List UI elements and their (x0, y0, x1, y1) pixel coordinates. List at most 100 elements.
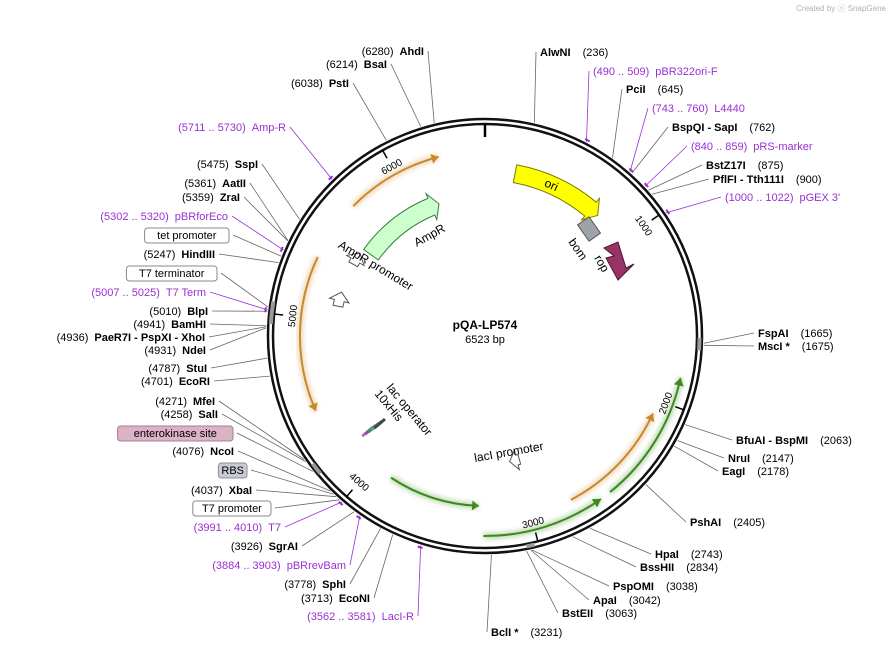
enzyme-name: ApaI (593, 595, 617, 607)
enzyme-position: (3778) (284, 579, 316, 591)
site-label-msci-[interactable]: MscI *(1675) (758, 341, 834, 353)
plasmid-name: pQA-LP574 (453, 318, 518, 332)
enzyme-label: (5359)ZraI (182, 192, 240, 204)
site-label-apai[interactable]: ApaI (3042) (593, 595, 661, 607)
backbone-feature-band (525, 542, 535, 549)
primer-name: Amp-R (252, 122, 286, 134)
site-label-ahdi[interactable]: (6280)AhdI (362, 46, 424, 58)
primer-mark (628, 167, 634, 173)
site-label-bamhi[interactable]: (4941)BamHI (133, 319, 206, 331)
enzyme-name: PstI (329, 78, 349, 90)
site-label-aatii[interactable]: (5361)AatII (184, 178, 246, 190)
site-label-zrai[interactable]: (5359)ZraI (182, 192, 240, 204)
enzyme-position: (4076) (172, 446, 204, 458)
green-arrow-bottom-right-head (591, 499, 601, 508)
site-label-bsshii[interactable]: BssHII(2834) (640, 562, 718, 574)
site-label-pbrforeco[interactable]: (5302 .. 5320)pBRforEco (100, 211, 228, 223)
enzyme-position: (2063) (820, 435, 852, 447)
site-label-l4440[interactable]: (743 .. 760)L4440 (652, 103, 745, 115)
site-label-bsai[interactable]: (6214)BsaI (326, 59, 387, 71)
site-label-pcii[interactable]: PciI(645) (626, 84, 683, 96)
leader-line (249, 182, 289, 241)
primer-name: pBR322ori-F (655, 66, 718, 78)
enzyme-position: (645) (658, 84, 684, 96)
site-label-rbs[interactable]: RBS (217, 462, 248, 479)
site-label-pbr322ori-f[interactable]: (490 .. 509)pBR322ori-F (593, 66, 718, 78)
site-label-psti[interactable]: (6038)PstI (291, 78, 349, 90)
site-label-mfei[interactable]: (4271)MfeI (155, 396, 215, 408)
leader-line (648, 164, 703, 191)
primer-position: (3884 .. 3903) (212, 560, 281, 572)
leader-line (243, 196, 289, 242)
enzyme-name: AlwNI (540, 47, 571, 59)
site-label-tet-promoter[interactable]: tet promoter (144, 227, 230, 244)
site-label-sspi[interactable]: (5475)SspI (197, 159, 258, 171)
enzyme-name: EcoNI (339, 593, 370, 605)
laci-promoter-arrow (509, 448, 522, 472)
site-label-amp-r[interactable]: (5711 .. 5730)Amp-R (178, 122, 286, 134)
enzyme-name: NdeI (182, 345, 206, 357)
leader-line (218, 253, 279, 264)
enzyme-position: (6214) (326, 59, 358, 71)
green-arrow-bottom-right (483, 498, 602, 537)
enzyme-name: SgrAI (269, 541, 298, 553)
site-label-xbai[interactable]: (4037) XbaI (191, 485, 252, 497)
site-label-bfuai-bspmi[interactable]: BfuAI - BspMI(2063) (736, 435, 852, 447)
enzyme-position: (1665) (801, 328, 833, 340)
enzyme-label: (4271)MfeI (155, 396, 215, 408)
site-label-alwni[interactable]: AlwNI(236) (540, 47, 608, 59)
primer-label: (1000 .. 1022)pGEX 3' (725, 192, 840, 204)
site-label-sali[interactable]: (4258)SalI (161, 409, 218, 421)
site-label-t7-promoter[interactable]: T7 promoter (192, 500, 272, 517)
site-label-hindiii[interactable]: (5247)HindIII (144, 249, 215, 261)
label-text: tet promoter (157, 230, 217, 242)
enzyme-label: HpaI(2743) (655, 549, 723, 561)
enzyme-label: (4941)BamHI (133, 319, 206, 331)
enzyme-name: XbaI (229, 485, 252, 497)
enzyme-label: (4701)EcoRI (141, 376, 210, 388)
site-label-eagi[interactable]: EagI(2178) (722, 466, 789, 478)
site-label-ecori[interactable]: (4701)EcoRI (141, 376, 210, 388)
site-label-sphi[interactable]: (3778)SphI (284, 579, 346, 591)
site-label-bcli-[interactable]: BclI *(3231) (491, 627, 562, 639)
site-label-enterokinase-site[interactable]: enterokinase site (117, 425, 234, 442)
enzyme-position: (4037) (191, 485, 223, 497)
site-label-pgex-3-[interactable]: (1000 .. 1022)pGEX 3' (725, 192, 840, 204)
site-label-pflfi-tth111i[interactable]: PflFI - Tth111I(900) (713, 174, 822, 186)
site-label-pbrrevbam[interactable]: (3884 .. 3903)pBRrevBam (212, 560, 346, 572)
site-label-t7-terminator[interactable]: T7 terminator (125, 265, 218, 282)
site-label-pshai[interactable]: PshAI(2405) (690, 517, 765, 529)
site-label-hpai[interactable]: HpaI(2743) (655, 549, 723, 561)
site-label-bsteii[interactable]: BstEII(3063) (562, 608, 637, 620)
site-label-bspqi-sapi[interactable]: BspQI - SapI(762) (672, 122, 775, 134)
site-label-ncoi[interactable]: (4076)NcoI (172, 446, 234, 458)
site-label-bstz17i[interactable]: BstZ17I(875) (706, 160, 783, 172)
primer-position: (1000 .. 1022) (725, 192, 794, 204)
site-label-stui[interactable]: (4787)StuI (148, 363, 207, 375)
enzyme-position: (3231) (531, 627, 563, 639)
enzyme-label: EagI(2178) (722, 466, 789, 478)
primer-name: pBRforEco (175, 211, 228, 223)
enzyme-label: FspAI(1665) (758, 328, 832, 340)
enzyme-position: (3042) (629, 595, 661, 607)
enzyme-name: ZraI (220, 192, 240, 204)
site-label-t7[interactable]: (3991 .. 4010)T7 (194, 522, 281, 534)
site-label-sgrai[interactable]: (3926)SgrAI (231, 541, 298, 553)
site-label-blpi[interactable]: (5010)BlpI (149, 306, 208, 318)
enzyme-label: BstZ17I(875) (706, 160, 783, 172)
site-label-nrui[interactable]: NruI(2147) (728, 453, 794, 465)
site-label-t7-term[interactable]: (5007 .. 5025)T7 Term (91, 287, 206, 299)
enzyme-label: BstEII(3063) (562, 608, 637, 620)
site-label-econi[interactable]: (3713)EcoNI (301, 593, 370, 605)
site-label-fspai[interactable]: FspAI(1665) (758, 328, 832, 340)
enzyme-position: (4941) (133, 319, 165, 331)
site-label-pspomi[interactable]: PspOMI(3038) (613, 581, 698, 593)
site-label-prs-marker[interactable]: (840 .. 859)pRS-marker (691, 141, 813, 153)
site-label-laci-r[interactable]: (3562 .. 3581)LacI-R (307, 611, 414, 623)
primer-mark (643, 182, 649, 188)
label-text: T7 promoter (202, 503, 262, 515)
site-label-ndei[interactable]: (4931)NdeI (144, 345, 206, 357)
enzyme-label: MscI *(1675) (758, 341, 834, 353)
site-label-paer7i-pspxi-xhoi[interactable]: (4936)PaeR7I - PspXI - XhoI (57, 332, 205, 344)
bom-label: bom (566, 236, 591, 263)
